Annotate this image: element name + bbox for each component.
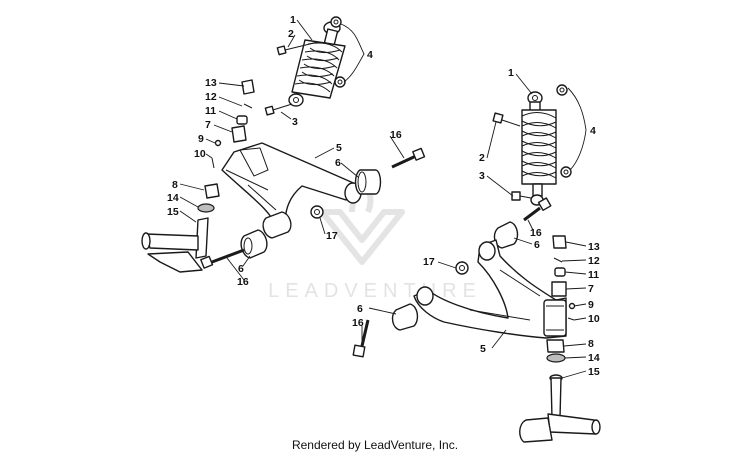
callout-left-16a: 16: [390, 129, 402, 141]
right-spindle-bushing: [546, 339, 565, 353]
right-leader-lines: [361, 73, 587, 379]
callout-right-8: 8: [588, 338, 594, 350]
callout-left-14: 14: [167, 192, 179, 204]
right-bushing-upper: [493, 221, 519, 249]
callout-left-4: 4: [367, 49, 373, 61]
callout-left-1: 1: [290, 14, 296, 26]
right-bushing-lower: [391, 303, 419, 331]
left-leader-lines: [179, 19, 405, 281]
callout-right-12: 12: [588, 255, 600, 267]
callout-right-5: 5: [480, 343, 486, 355]
right-bolt-upper: [523, 197, 552, 222]
callout-left-15: 15: [167, 206, 179, 218]
callout-right-13: 13: [588, 241, 600, 253]
callout-right-15: 15: [588, 366, 600, 378]
callout-right-2: 2: [479, 152, 485, 164]
callout-right-6a: 6: [534, 239, 540, 251]
callout-left-12: 12: [205, 91, 217, 103]
right-shock-absorber: [521, 91, 557, 206]
callout-right-7: 7: [588, 283, 594, 295]
callout-right-6b: 6: [357, 303, 363, 315]
callout-left-13: 13: [205, 77, 217, 89]
callout-right-14: 14: [588, 352, 600, 364]
left-bolt-lower: [200, 248, 245, 269]
callout-left-5: 5: [336, 142, 342, 154]
callout-left-8: 8: [172, 179, 178, 191]
watermark-text: LEADVENTURE: [268, 280, 482, 302]
left-ball-joint-hardware: [211, 79, 255, 169]
right-callouts: 1 4 2 3 16 6 13 12 11 7 17 9 10 6 16 8 1…: [352, 67, 600, 378]
callout-right-9: 9: [588, 299, 594, 311]
callout-right-17: 17: [423, 256, 435, 268]
footer-credit: Rendered by LeadVenture, Inc.: [291, 438, 459, 452]
left-shock-nuts: [330, 16, 346, 88]
left-assembly: 1 2 3 4 13 12 11 7 9 10 5 16 6 8 14 15 1…: [141, 14, 426, 288]
left-bushing-upper: [354, 169, 382, 195]
callout-left-3: 3: [292, 116, 298, 128]
left-bushing-lower-rear: [262, 211, 292, 239]
callout-left-6b: 6: [238, 263, 244, 275]
callout-left-17: 17: [326, 230, 338, 242]
left-shock-bolt-upper: [276, 41, 319, 56]
left-bolt-upper: [391, 147, 426, 169]
callout-left-2: 2: [288, 28, 294, 40]
callout-right-11: 11: [588, 269, 599, 281]
right-nut-17: [455, 261, 469, 275]
callout-right-3: 3: [479, 170, 485, 182]
left-shock-bolt-lower: [264, 103, 293, 116]
right-shock-bolt-upper: [492, 112, 521, 127]
right-ball-joint-hardware: [551, 235, 576, 321]
watermark-logo-icon: [319, 209, 405, 265]
callout-right-10: 10: [588, 313, 600, 325]
callout-right-1: 1: [508, 67, 514, 79]
callout-right-4: 4: [590, 125, 596, 137]
watermark: LEADVENTURE: [268, 175, 482, 302]
right-bolt-lower: [352, 319, 370, 358]
callout-left-16b: 16: [237, 276, 249, 288]
left-spindle-bushing: [204, 183, 220, 199]
callout-left-7: 7: [205, 119, 211, 131]
callout-left-6a: 6: [335, 157, 341, 169]
left-shock-absorber: [288, 21, 346, 107]
callout-right-16a: 16: [530, 227, 542, 239]
left-bushing-lower: [240, 229, 268, 259]
right-assembly: 1 4 2 3 16 6 13 12 11 7 17 9 10 6 16 8 1…: [352, 67, 601, 443]
left-callouts: 1 2 3 4 13 12 11 7 9 10 5 16 6 8 14 15 1…: [167, 14, 402, 288]
left-nut-17: [310, 205, 324, 219]
callout-left-11: 11: [205, 105, 216, 117]
callout-left-9: 9: [198, 133, 204, 145]
right-a-arm: [413, 239, 567, 339]
right-shock-nuts: [556, 84, 572, 178]
right-shock-bolt-lower: [511, 191, 532, 201]
left-spindle-washer: [197, 203, 215, 213]
right-spindle: [519, 374, 601, 443]
right-spindle-washer: [546, 353, 566, 363]
left-spindle: [141, 217, 209, 273]
callout-left-10: 10: [194, 148, 206, 160]
callout-right-16b: 16: [352, 317, 364, 329]
